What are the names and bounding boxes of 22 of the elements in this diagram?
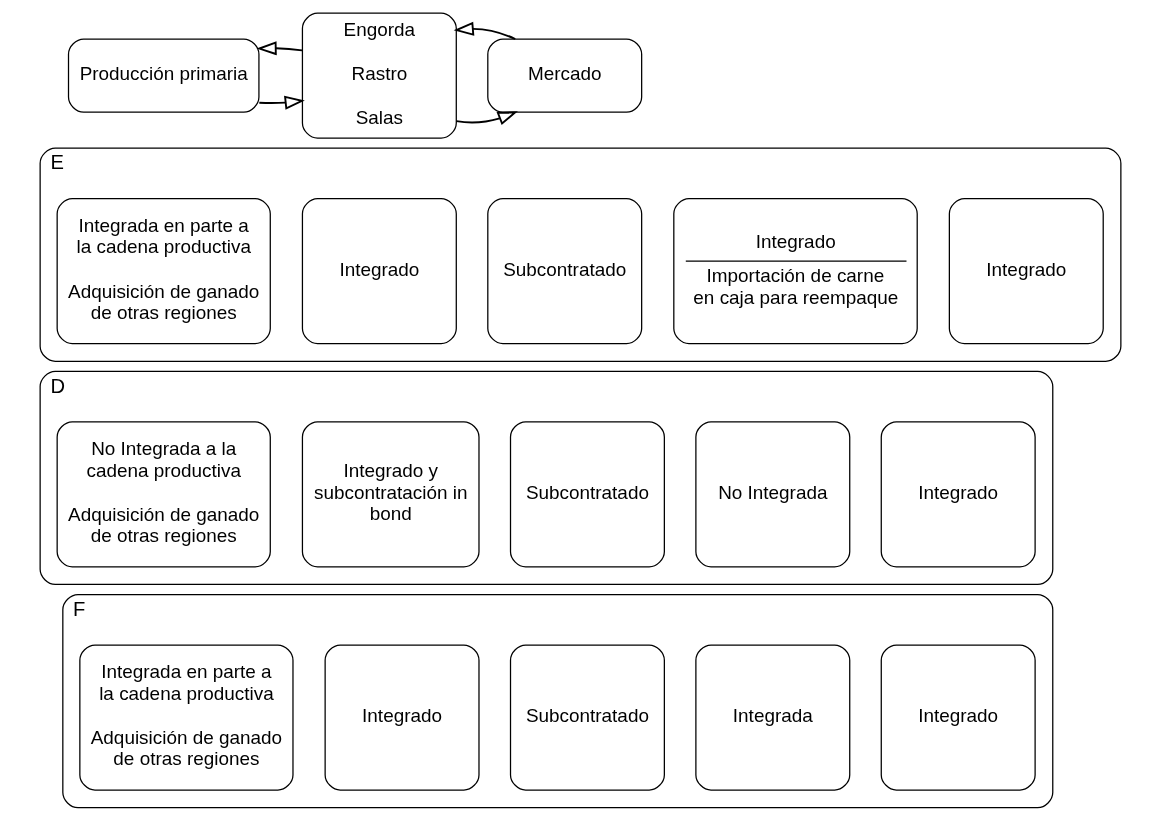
arrow — [257, 95, 305, 110]
node-box: Engorda Rastro Salas — [301, 12, 457, 139]
node-box: No Integrada a la cadena productiva Adquisición de ganado de otras regiones — [56, 421, 271, 568]
node-box: Integrada en parte a la cadena productiva Adquisición de ganado de otras regiones — [56, 197, 271, 345]
node-box: Producción primaria — [67, 38, 260, 113]
arrow — [453, 21, 516, 40]
node-box: Integrado Importación de carne en caja para reempaque — [672, 197, 918, 345]
node-box: Integrado — [880, 644, 1036, 791]
node-box: Integrado — [880, 421, 1036, 568]
node-box: Subcontratado — [486, 197, 642, 345]
node-box: Integrado — [948, 197, 1104, 345]
node-box: Subcontratado — [509, 421, 665, 568]
arrow — [455, 111, 518, 126]
node-box: Integrado — [324, 644, 480, 791]
node-box: No Integrada — [694, 421, 850, 568]
node-box: Integrada en parte a la cadena productiva Adquisición de ganado de otras regiones — [78, 644, 294, 791]
arrow — [255, 41, 303, 56]
node-box: Integrado — [301, 197, 457, 345]
node-box: Mercado — [486, 38, 642, 113]
node-box: Integrado y subcontratación in bond — [301, 421, 480, 568]
node-box: Subcontratado — [509, 644, 665, 791]
node-box: Integrada — [694, 644, 850, 791]
